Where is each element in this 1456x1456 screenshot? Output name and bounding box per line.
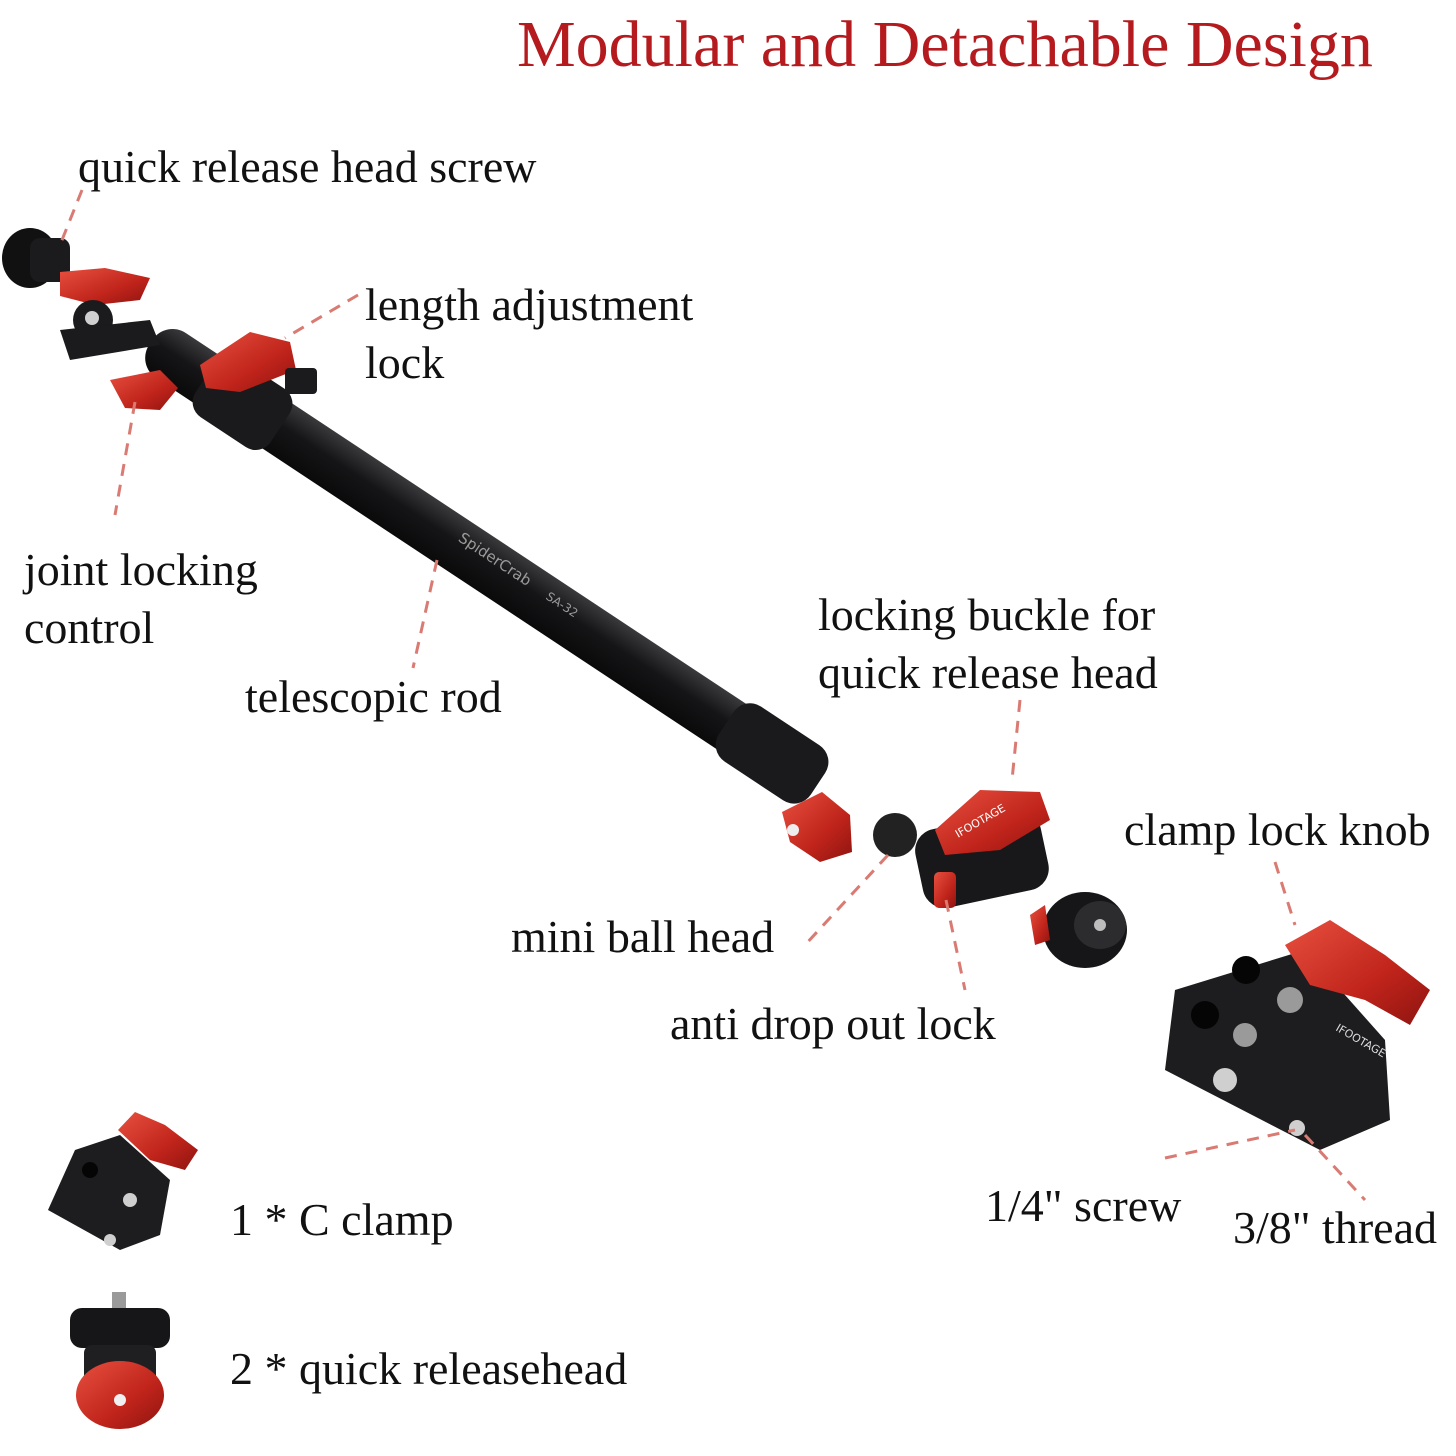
label-anti-drop-out-lock: anti drop out lock xyxy=(670,998,996,1049)
leader-anti-drop xyxy=(944,899,967,991)
anti-drop-out-lock-part xyxy=(934,872,956,908)
leader-mini-ball-head xyxy=(803,853,890,947)
label-clamp-lock-knob: clamp lock knob xyxy=(1124,804,1431,855)
joint-locking-control-part xyxy=(110,370,178,410)
label-locking-buckle: locking buckle for quick release head xyxy=(818,589,1158,698)
label-length-adjustment-lock: length adjustment lock xyxy=(365,279,694,388)
leader-length-lock xyxy=(284,293,359,340)
leader-telescopic-rod xyxy=(411,559,439,669)
page-title: Modular and Detachable Design xyxy=(517,8,1373,81)
length-adjustment-lock-part xyxy=(200,332,317,394)
label-quarter-screw: 1/4" screw xyxy=(985,1180,1182,1231)
leader-quarter-screw xyxy=(1164,1128,1296,1160)
label-mini-ball-head: mini ball head xyxy=(511,911,775,962)
locking-buckle-part: IFOOTAGE xyxy=(915,790,1050,908)
quick-release-head-icon xyxy=(70,1292,170,1429)
mini-ball-head-part xyxy=(782,792,917,862)
label-thread: 3/8" thread xyxy=(1233,1202,1437,1253)
leader-thread xyxy=(1303,1133,1367,1202)
loose-quick-release-head xyxy=(1030,892,1127,968)
accessory-quick-release-head: 2 * quick releasehead xyxy=(230,1343,628,1394)
label-telescopic-rod: telescopic rod xyxy=(245,671,502,722)
label-quick-release-head-screw: quick release head screw xyxy=(78,141,537,192)
accessory-c-clamp: 1 * C clamp xyxy=(230,1194,454,1245)
leader-locking-buckle xyxy=(1010,699,1022,781)
leader-clamp-knob xyxy=(1273,861,1297,926)
leader-qr-screw xyxy=(58,189,84,246)
c-clamp-part: IFOOTAGE xyxy=(1165,920,1430,1150)
leader-joint-lock xyxy=(113,401,137,516)
c-clamp-icon xyxy=(48,1112,198,1250)
label-joint-locking-control: joint locking control xyxy=(24,544,258,653)
quick-release-head-top xyxy=(2,228,160,360)
